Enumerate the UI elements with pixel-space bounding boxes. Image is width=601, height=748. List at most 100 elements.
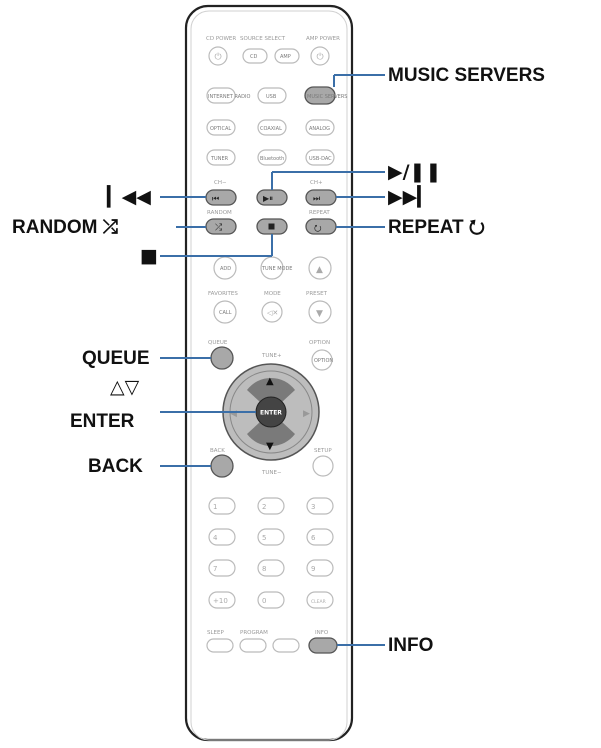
label-info: INFO: [315, 630, 329, 636]
number-key-label: 0: [262, 597, 266, 605]
label-option: OPTION: [309, 340, 330, 346]
number-key-9[interactable]: [306, 559, 334, 577]
callout-queue: QUEUE: [82, 348, 150, 369]
sleep-button[interactable]: [206, 638, 234, 653]
back-button[interactable]: [210, 454, 234, 478]
internet-radio-button[interactable]: [206, 87, 236, 104]
repeat-icon: ⭮: [314, 224, 322, 234]
usb-dac-button[interactable]: [305, 149, 335, 166]
label-repeat: REPEAT: [309, 210, 330, 216]
call-text: CALL: [219, 310, 232, 316]
callout-repeat: REPEAT ⭮: [388, 217, 485, 238]
number-key-label: 4: [213, 534, 218, 542]
number-key-label: 9: [311, 565, 315, 573]
label-setup: SETUP: [314, 448, 332, 454]
number-key-4[interactable]: [208, 528, 236, 546]
leader-lines: [160, 74, 385, 646]
label-queue: QUEUE: [208, 340, 228, 346]
enter-button-text: ENTER: [260, 410, 282, 417]
random-bottom-button[interactable]: [272, 638, 300, 653]
stop-icon: [268, 223, 275, 230]
number-key-0[interactable]: [257, 591, 285, 609]
label-sleep: SLEEP: [207, 630, 225, 636]
dpad-down[interactable]: [247, 422, 295, 447]
cd-source-button[interactable]: [242, 48, 268, 64]
number-key-1[interactable]: [208, 497, 236, 515]
label-tune-up: TUNE+: [261, 353, 282, 359]
label-cd-power: CD POWER: [206, 36, 236, 42]
mode-button[interactable]: [261, 301, 283, 323]
number-key-label: 8: [262, 565, 266, 573]
info-button[interactable]: [308, 637, 338, 654]
previous-icon: ⏮: [212, 194, 219, 203]
number-key-label: 2: [262, 503, 266, 511]
usb-dac-text: USB-DAC: [309, 156, 332, 162]
callout-random: RANDOM ⤮: [12, 217, 118, 238]
callout-stop: ■: [140, 245, 158, 267]
analog-button[interactable]: [305, 119, 335, 136]
program-button[interactable]: [239, 638, 267, 653]
dpad-right-icon[interactable]: ▶: [303, 409, 310, 419]
random-icon: ⤮: [215, 223, 222, 233]
dpad-left-icon[interactable]: ◀: [230, 409, 237, 419]
amp-source-button[interactable]: [274, 48, 300, 64]
cd-power-button[interactable]: [208, 46, 228, 66]
option-text: OPTION: [314, 358, 333, 364]
optical-text: OPTICAL: [210, 126, 231, 132]
analog-text: ANALOG: [309, 126, 330, 132]
number-key-3[interactable]: [306, 497, 334, 515]
usb-text: USB: [266, 94, 277, 100]
dpad-up[interactable]: [247, 378, 295, 402]
number-key-5[interactable]: [257, 528, 285, 546]
cd-source-text: CD: [250, 54, 257, 60]
option-button[interactable]: [311, 349, 333, 371]
label-random: RANDOM: [207, 210, 232, 216]
preset-up-button[interactable]: [308, 256, 332, 280]
tuner-button[interactable]: [206, 149, 236, 166]
number-key-7[interactable]: [208, 559, 236, 577]
number-key-label: +10: [213, 597, 228, 605]
label-favorites: FAVORITES: [208, 291, 238, 297]
amp-power-button[interactable]: [310, 46, 330, 66]
number-key-2[interactable]: [257, 497, 285, 515]
setup-button[interactable]: [312, 455, 334, 477]
number-key-8[interactable]: [257, 559, 285, 577]
next-button[interactable]: [305, 189, 337, 206]
tuner-text: TUNER: [210, 156, 229, 162]
number-key-6[interactable]: [306, 528, 334, 546]
bluetooth-text: Bluetooth: [260, 156, 284, 162]
queue-button[interactable]: [210, 346, 234, 370]
optical-button[interactable]: [206, 119, 236, 136]
number-key-clear[interactable]: [306, 591, 334, 609]
callout-music-servers: MUSIC SERVERS: [388, 65, 545, 86]
preset-up-icon: ▲: [316, 265, 323, 275]
music-servers-button[interactable]: [304, 86, 336, 105]
music-servers-text: MUSIC SERVERS: [307, 94, 347, 100]
callout-next: ▶▶▎: [388, 186, 432, 208]
label-program: PROGRAM: [240, 630, 268, 636]
mode-icon: ◁✕: [267, 309, 278, 317]
amp-power-icon: ⏻: [317, 52, 324, 63]
callout-cursor: △▽: [110, 376, 140, 398]
preset-down-icon: ▼: [316, 309, 323, 319]
number-key-plus10[interactable]: [208, 591, 236, 609]
cd-power-icon: ⏻: [215, 52, 222, 63]
tune-mode-text: TUNE MODE: [261, 266, 292, 272]
bluetooth-button[interactable]: [257, 149, 287, 166]
play-pause-icon: ▶⏸: [263, 194, 273, 203]
coaxial-button[interactable]: [257, 119, 287, 136]
label-mode: MODE: [264, 291, 281, 297]
preset-down-button[interactable]: [308, 300, 332, 324]
callout-previous: ▎◀◀: [107, 186, 151, 208]
number-key-label: 1: [213, 503, 217, 511]
number-key-label: 3: [311, 503, 315, 511]
label-ch-minus: CH−: [214, 180, 227, 186]
previous-button[interactable]: [205, 189, 237, 206]
coaxial-text: COAXIAL: [260, 126, 282, 132]
label-tune-down: TUNE−: [261, 470, 282, 476]
call-button[interactable]: [213, 300, 237, 324]
usb-button[interactable]: [257, 87, 287, 104]
